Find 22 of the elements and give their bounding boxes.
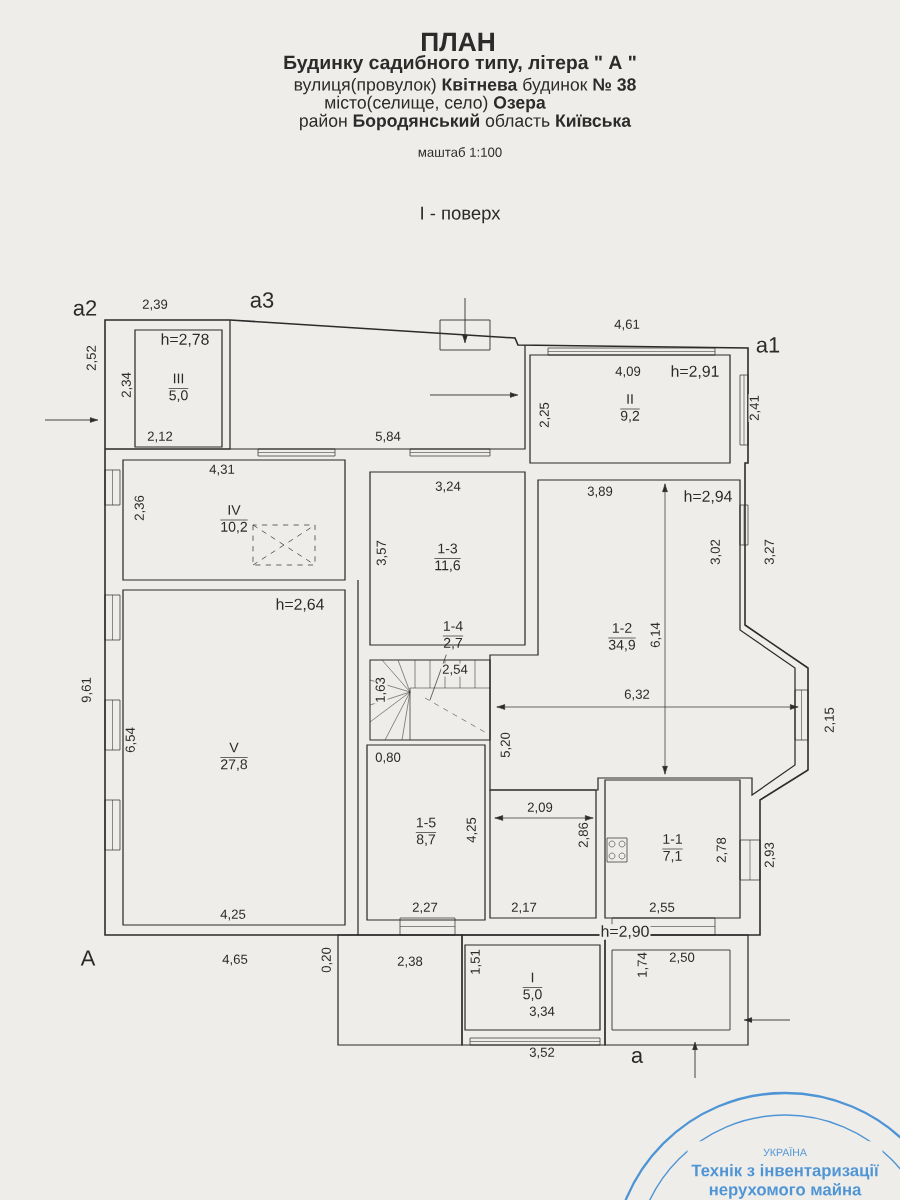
title: ПЛАН bbox=[422, 32, 494, 52]
height-label: h=2,90 bbox=[599, 924, 651, 940]
dimension-label: 1,63 bbox=[374, 676, 388, 704]
floor-label: I - поверх bbox=[421, 206, 501, 224]
axis-label: a bbox=[631, 1051, 644, 1064]
height-label: h=2,78 bbox=[159, 332, 211, 348]
address-text: вулиця(провулок) Квітнева будинок № 38 bbox=[294, 77, 636, 95]
dimension-label: 2,52 bbox=[85, 344, 99, 372]
axis-label: a2 bbox=[73, 300, 97, 316]
stamp: УКРАЇНА Технік з інвентаризації нерухомого майна bbox=[611, 1091, 900, 1200]
stairs-drawing bbox=[369, 659, 491, 741]
height-label: h=2,64 bbox=[274, 597, 326, 613]
height-label: h=2,91 bbox=[669, 364, 721, 380]
leader-line bbox=[429, 654, 447, 701]
heading-text: Будинку садибного типу, літера " А " bbox=[284, 54, 636, 74]
height-label: h=2,94 bbox=[682, 489, 734, 505]
axis-label: a1 bbox=[756, 337, 780, 353]
address-text: місто(селище, село) Озера bbox=[325, 95, 546, 113]
scale-note: маштаб 1:100 bbox=[418, 147, 502, 157]
axis-label: a3 bbox=[250, 292, 274, 308]
axis-label: A bbox=[80, 950, 96, 966]
address-text: район Бородянський область Київська bbox=[300, 113, 632, 131]
